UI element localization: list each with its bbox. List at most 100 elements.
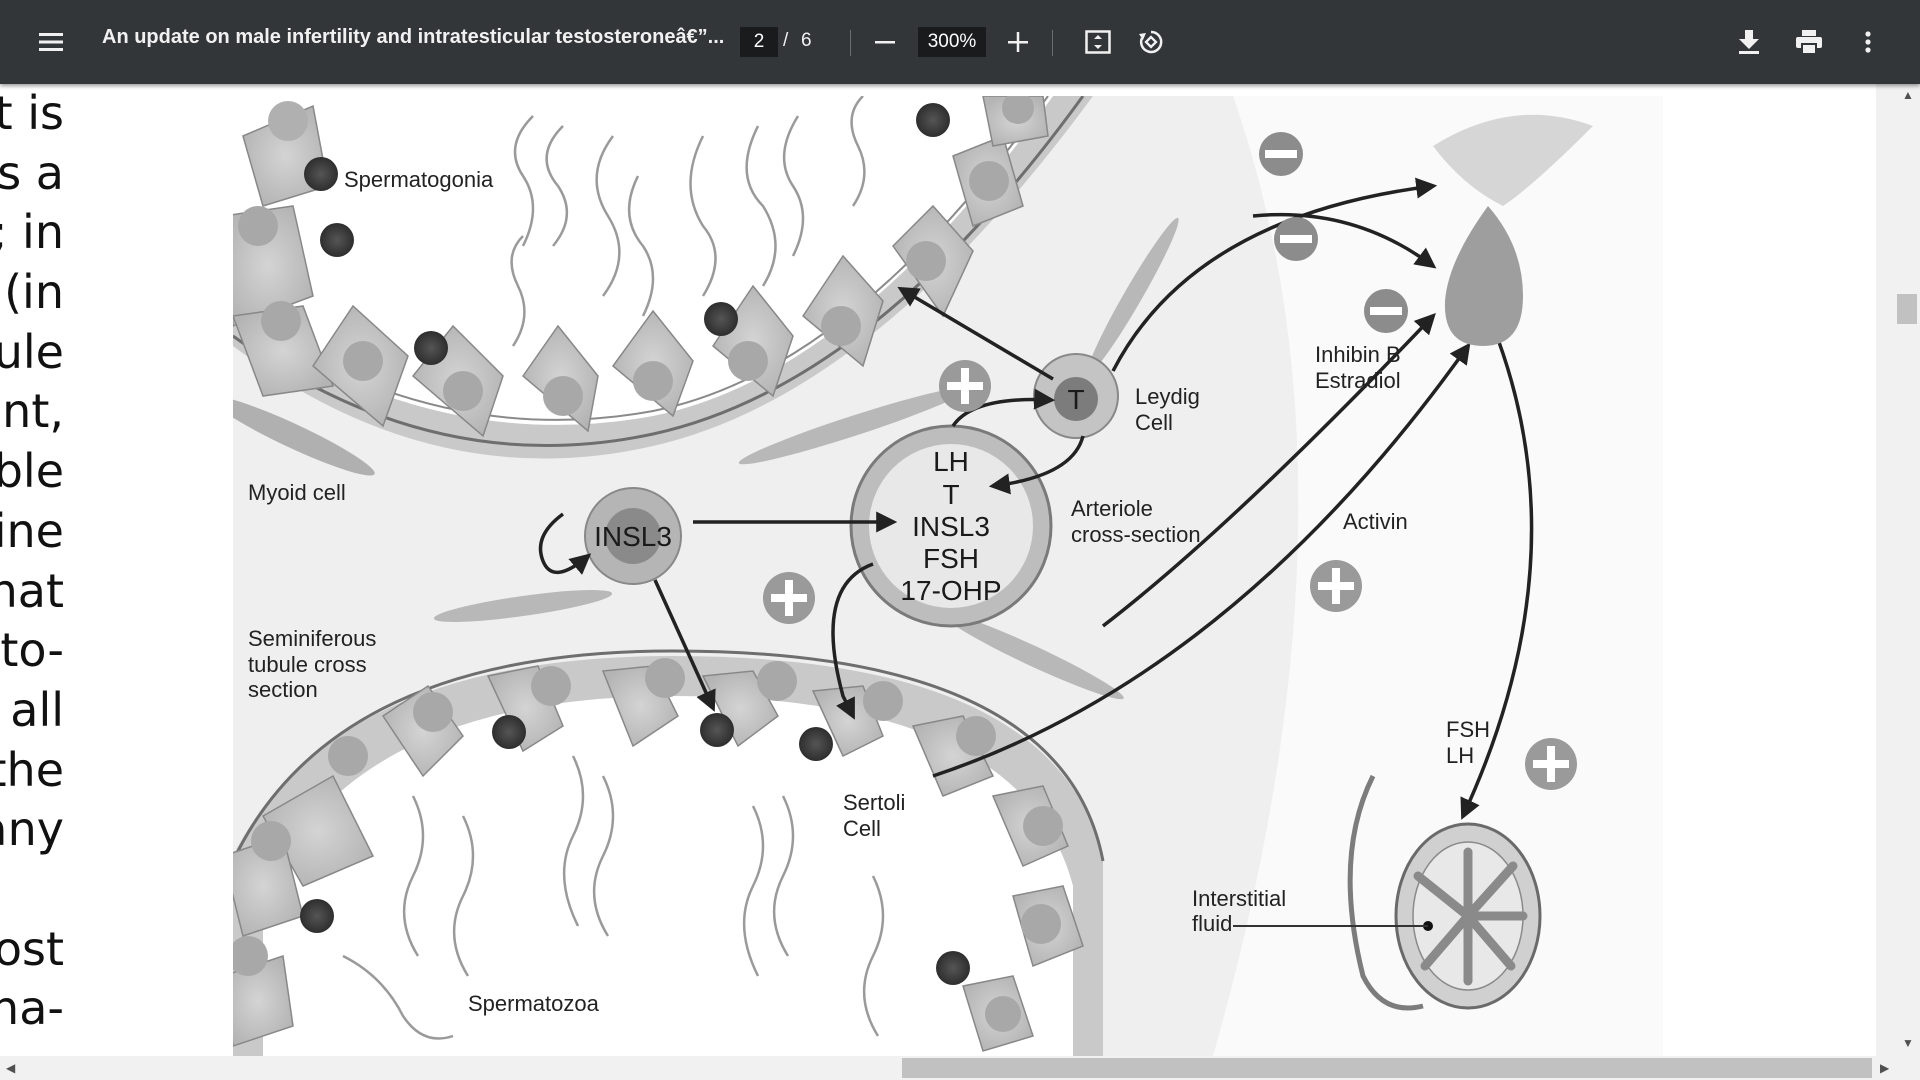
- text-line: na-: [0, 981, 64, 1036]
- text-line: ent,: [0, 384, 64, 439]
- zoom-out-button[interactable]: [870, 26, 900, 58]
- sperm-tails-lower: [342, 755, 885, 1040]
- download-button[interactable]: [1733, 26, 1765, 58]
- sperm-tails-upper: [510, 96, 866, 347]
- page-number-input[interactable]: 2: [740, 27, 778, 57]
- stimulation-icon: [1525, 738, 1577, 790]
- lower-spermatogonia-dots: [300, 713, 970, 985]
- seminiferous-label: tubule cross: [248, 652, 367, 677]
- testis-physiology-figure: INSL3 LH T INSL3 FSH 17-OHP T: [233, 96, 1663, 1056]
- body-text-column: t is s a ; in (in ule ent, ble ine hat t…: [0, 84, 64, 1039]
- interstitial-fluid-label: fluid: [1192, 911, 1232, 936]
- zoom-in-button[interactable]: [1003, 26, 1033, 58]
- more-options-button[interactable]: [1853, 26, 1883, 58]
- inhibition-icon: [1364, 289, 1408, 333]
- print-icon: [1796, 30, 1822, 54]
- text-line: all: [10, 682, 64, 737]
- pdf-page: t is s a ; in (in ule ent, ble ine hat t…: [0, 84, 1876, 1056]
- leydig-label: Cell: [1135, 410, 1173, 435]
- scroll-down-arrow[interactable]: ▼: [1902, 1036, 1914, 1050]
- lh-label: LH: [1446, 743, 1474, 768]
- sertoli-label: Sertoli: [843, 790, 905, 815]
- sertoli-label: Cell: [843, 816, 881, 841]
- scroll-right-arrow[interactable]: ▶: [1880, 1061, 1890, 1075]
- myoid-cell-label: Myoid cell: [248, 480, 346, 505]
- zoom-level-input[interactable]: 300%: [918, 27, 986, 57]
- pituitary-gland: [1433, 114, 1593, 346]
- text-line: (in: [4, 265, 64, 320]
- fsh-label: FSH: [1446, 717, 1490, 742]
- text-line: ost: [0, 921, 64, 976]
- spermatogonia-dots: [304, 103, 950, 365]
- text-line: any: [0, 802, 64, 857]
- inhibin-label: Inhibin B: [1315, 342, 1401, 367]
- fit-to-page-button[interactable]: [1082, 26, 1114, 58]
- myoid-cell-shape: [433, 590, 613, 622]
- scroll-up-arrow[interactable]: ▲: [1902, 88, 1914, 102]
- minus-icon: [875, 41, 895, 44]
- arteriole-content: FSH: [923, 543, 979, 574]
- arteriole-content: LH: [933, 446, 969, 477]
- horizontal-scroll-thumb[interactable]: [902, 1058, 1872, 1078]
- inhibition-icon: [1259, 132, 1303, 176]
- myoid-cell-shape: [1087, 217, 1179, 375]
- lower-germ-cells: [233, 658, 1084, 1052]
- document-title: An update on male infertility and intrat…: [102, 26, 725, 48]
- rotate-icon: [1139, 30, 1163, 54]
- inhibition-icon: [1274, 217, 1318, 261]
- spermatozoa-label: Spermatozoa: [468, 991, 600, 1016]
- rotate-button[interactable]: [1135, 26, 1167, 58]
- page-separator: /: [783, 30, 789, 51]
- estradiol-label: Estradiol: [1315, 368, 1401, 393]
- plus-icon: [1008, 32, 1028, 52]
- stimulation-icon: [1310, 560, 1362, 612]
- seminiferous-label: Seminiferous: [248, 626, 376, 651]
- vertical-scroll-thumb[interactable]: [1897, 294, 1917, 324]
- myoid-cell-shape: [738, 387, 968, 465]
- text-line: hat: [0, 563, 64, 618]
- page-total: 6: [801, 30, 812, 51]
- lower-tubule: [233, 649, 1105, 1056]
- text-line: ble: [0, 444, 64, 499]
- stimulation-icon: [939, 360, 991, 412]
- text-line: ; in: [0, 205, 64, 260]
- text-line: [0, 860, 64, 920]
- outer-region: [1213, 96, 1663, 1056]
- signal-arrows: [538, 177, 1534, 820]
- arteriole-label: Arteriole: [1071, 496, 1153, 521]
- arteriole: LH T INSL3 FSH 17-OHP: [849, 424, 1053, 628]
- insl3-cell: INSL3: [584, 487, 682, 585]
- toolbar-divider: [1052, 30, 1053, 56]
- more-vertical-icon: [1865, 31, 1871, 53]
- arteriole-content: INSL3: [912, 511, 990, 542]
- text-line: the: [0, 742, 64, 797]
- pdf-toolbar: An update on male infertility and intrat…: [0, 0, 1920, 84]
- text-line: t is: [0, 86, 64, 140]
- activin-label: Activin: [1343, 509, 1408, 534]
- print-button[interactable]: [1792, 26, 1826, 58]
- interstitial-fluid-label: Interstitial: [1192, 886, 1286, 911]
- arteriole-label: cross-section: [1071, 522, 1201, 547]
- menu-button[interactable]: [34, 26, 68, 58]
- scroll-left-arrow[interactable]: ◀: [6, 1061, 16, 1075]
- arteriole-content: 17-OHP: [900, 575, 1001, 606]
- myoid-cell-shape: [233, 396, 375, 476]
- toolbar-divider: [850, 30, 851, 56]
- leydig-label: Leydig: [1135, 384, 1200, 409]
- leydig-cell: T: [1033, 353, 1119, 439]
- arteriole-content: T: [942, 479, 959, 510]
- leydig-t-label: T: [1067, 384, 1084, 415]
- fit-to-page-icon: [1085, 30, 1111, 54]
- stimulation-icon: [763, 572, 815, 624]
- vertical-scrollbar[interactable]: [1876, 84, 1920, 1056]
- text-line: s a: [0, 145, 64, 200]
- text-line: to-: [0, 623, 64, 678]
- text-line: ule: [0, 324, 64, 379]
- spermatogonia-label: Spermatogonia: [344, 167, 494, 192]
- testis-illustration: [1233, 774, 1542, 1011]
- seminiferous-label: section: [248, 677, 318, 702]
- myoid-cell-shape: [942, 612, 1124, 700]
- text-line: ine: [0, 503, 64, 558]
- insl3-cell-label: INSL3: [594, 521, 672, 552]
- hamburger-icon: [39, 33, 63, 51]
